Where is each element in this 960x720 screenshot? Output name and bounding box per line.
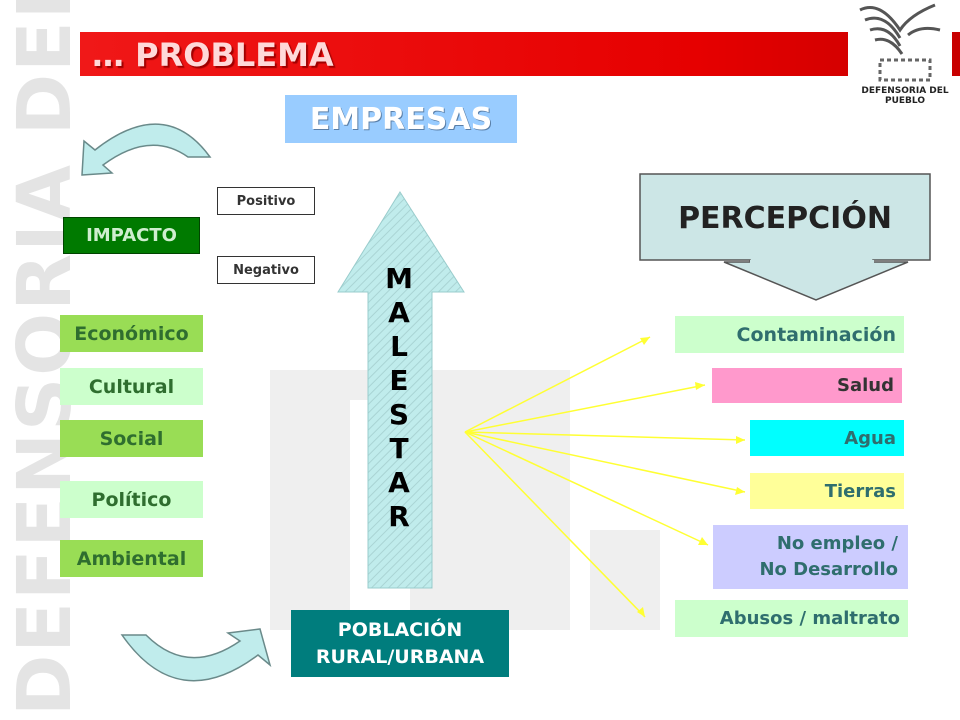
negativo-label: Negativo — [233, 262, 299, 278]
impact-item-label: Social — [99, 427, 164, 450]
malestar-letter: L — [390, 330, 408, 363]
malestar-letter: M — [385, 262, 413, 295]
perception-item-label: Abusos / maltrato — [719, 608, 900, 629]
negativo-box: Negativo — [217, 256, 315, 284]
poblacion-box: POBLACIÓN RURAL/URBANA — [291, 610, 509, 677]
positivo-label: Positivo — [236, 193, 296, 209]
perception-item-label: No Desarrollo — [759, 559, 898, 580]
perception-item-label: Tierras — [824, 480, 896, 502]
malestar-letter: A — [388, 466, 410, 499]
page-title: … PROBLEMA — [92, 36, 334, 74]
impact-item-ambiental: Ambiental — [60, 540, 203, 577]
empresas-box: EMPRESAS — [285, 95, 517, 143]
malestar-letter: E — [389, 364, 409, 397]
empresas-label: EMPRESAS — [309, 101, 493, 137]
perception-item-contaminacion: Contaminación — [675, 316, 904, 353]
perception-item-label: Contaminación — [736, 323, 896, 346]
impact-item-cultural: Cultural — [60, 368, 203, 405]
malestar-letters: M A L E S T A R — [372, 262, 426, 534]
perception-item-label: No empleo / — [776, 533, 898, 554]
percepcion-label: PERCEPCIÓN — [678, 200, 892, 236]
poblacion-line1: POBLACIÓN — [337, 618, 463, 641]
defensoria-logo-icon — [848, 3, 952, 82]
malestar-letter: T — [389, 432, 409, 465]
title-bar — [80, 32, 960, 76]
malestar-up-arrow-icon — [337, 191, 465, 589]
impact-item-label: Económico — [74, 322, 189, 345]
percepcion-down-arrow-icon — [639, 173, 931, 301]
impacto-label: IMPACTO — [86, 225, 177, 246]
malestar-letter: A — [388, 296, 410, 329]
impact-item-social: Social — [60, 420, 203, 457]
positivo-box: Positivo — [217, 187, 315, 215]
impact-item-economico: Económico — [60, 315, 203, 352]
perception-item-tierras: Tierras — [750, 473, 904, 509]
perception-item-no-empleo: No empleo / No Desarrollo — [713, 525, 908, 589]
perception-item-agua: Agua — [750, 420, 904, 456]
cycle-arrow-top-icon — [81, 123, 212, 176]
impacto-box: IMPACTO — [63, 217, 200, 254]
impact-item-politico: Político — [60, 481, 203, 518]
malestar-letter: R — [388, 500, 410, 533]
perception-item-abusos: Abusos / maltrato — [675, 600, 908, 637]
perception-item-label: Agua — [844, 427, 896, 449]
perception-item-salud: Salud — [712, 368, 902, 403]
cycle-arrow-bottom-icon — [120, 628, 272, 682]
perception-item-label: Salud — [837, 375, 894, 396]
logo-caption: DEFENSORIA DEL PUEBLO — [861, 86, 949, 106]
impact-item-label: Ambiental — [76, 547, 187, 570]
impact-item-label: Político — [91, 488, 172, 511]
impact-item-label: Cultural — [88, 375, 175, 398]
malestar-letter: S — [388, 398, 410, 431]
poblacion-line2: RURAL/URBANA — [315, 645, 485, 668]
